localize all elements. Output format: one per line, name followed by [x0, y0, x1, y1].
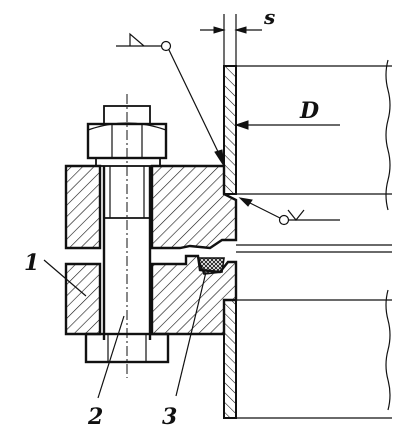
leader-part-2: 2 — [87, 315, 125, 430]
pipe-wall — [223, 65, 237, 419]
pipe-body-lines — [236, 59, 392, 419]
part-3-label: 3 — [162, 404, 177, 430]
leader-part-3: 3 — [162, 271, 207, 430]
leader-part-1: 1 — [24, 250, 87, 297]
part-2-label: 2 — [87, 404, 103, 430]
gasket — [196, 257, 225, 275]
dimension-s: s — [200, 5, 275, 66]
roughness-symbol-icon — [238, 197, 340, 226]
part-1-label: 1 — [24, 250, 39, 276]
upper-flange — [64, 164, 238, 250]
diameter-label: D — [299, 98, 319, 124]
bolt — [84, 94, 170, 378]
dimension-d: D — [234, 98, 340, 130]
thickness-label: s — [263, 5, 275, 29]
lower-flange — [64, 254, 238, 336]
weld-symbol-icon — [116, 32, 225, 167]
